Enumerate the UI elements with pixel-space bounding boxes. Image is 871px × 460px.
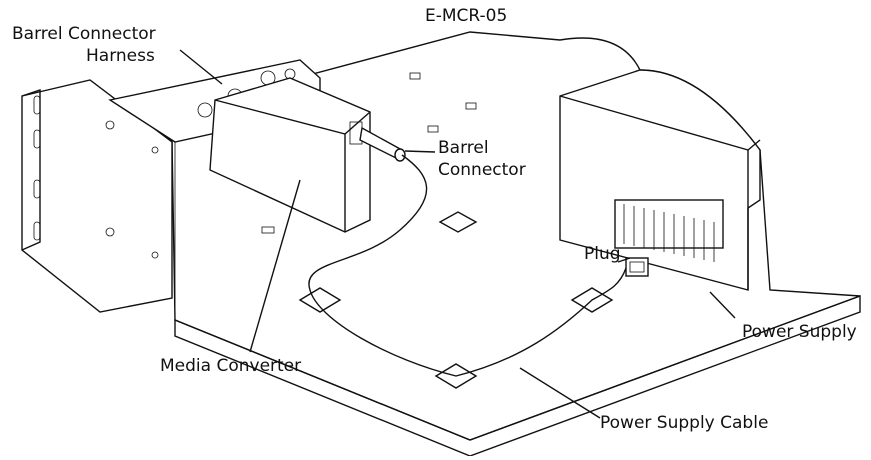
plug — [625, 257, 649, 277]
label-barrel-connector-harness-line1: Barrel Connector — [12, 24, 156, 44]
label-power-supply-cable: Power Supply Cable — [600, 413, 769, 433]
label-media-converter: Media Converter — [160, 356, 302, 376]
label-power-supply: Power Supply — [742, 322, 857, 342]
label-barrel-connector-line2: Connector — [438, 160, 526, 180]
label-barrel-connector-harness-line2: Harness — [86, 46, 155, 66]
media-converter — [209, 77, 371, 233]
base-slots — [261, 72, 477, 234]
diagram-title: E-MCR-05 — [425, 6, 508, 26]
label-barrel-connector-line1: Barrel — [438, 138, 489, 158]
label-plug: Plug — [584, 244, 621, 264]
power-supply-cable — [308, 154, 627, 377]
barrel-connector — [359, 126, 406, 162]
mounting-bracket — [21, 79, 173, 313]
leader-lines — [179, 49, 736, 419]
power-supply — [559, 69, 761, 291]
